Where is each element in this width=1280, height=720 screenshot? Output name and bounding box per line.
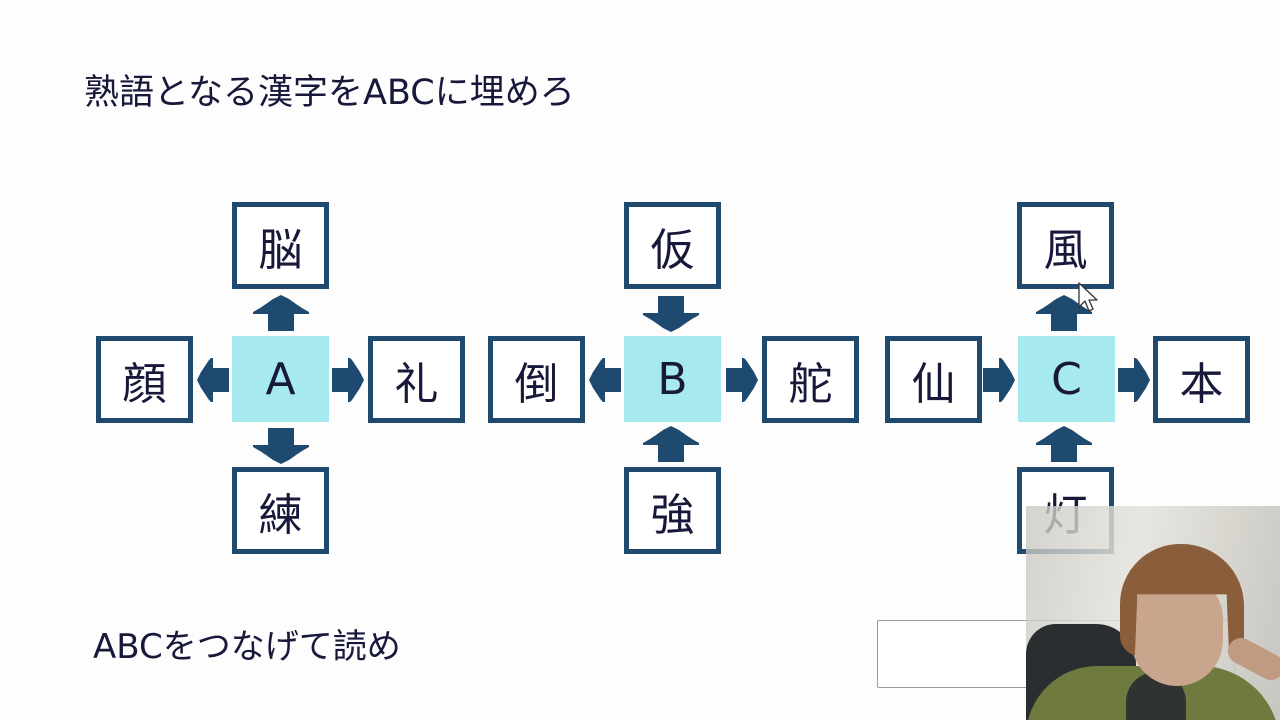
arrow-up-icon (642, 426, 700, 462)
arrow-left-icon (197, 358, 229, 402)
answer-slot-a: A (232, 336, 329, 422)
kanji-box-bottom: 練 (232, 467, 329, 554)
arrow-up-icon (1035, 295, 1093, 331)
mouse-pointer-icon (1078, 282, 1100, 314)
arrow-right-icon (726, 358, 758, 402)
arrow-right-icon (1118, 358, 1150, 402)
kanji-box-right: 舵 (762, 336, 859, 423)
kanji-box-left: 仙 (885, 336, 982, 423)
puzzle-title: 熟語となる漢字をABCに埋めろ (84, 73, 575, 113)
kanji-box-top: 風 (1017, 202, 1114, 289)
kanji-box-top: 脳 (232, 202, 329, 289)
kanji-box-bottom: 強 (624, 467, 721, 554)
arrow-down-icon (642, 296, 700, 332)
arrow-up-icon (252, 295, 310, 331)
kanji-box-right: 礼 (368, 336, 465, 423)
arrow-right-icon (983, 358, 1015, 402)
arrow-left-icon (589, 358, 621, 402)
arrow-down-icon (252, 428, 310, 464)
kanji-box-right: 本 (1153, 336, 1250, 423)
webcam-overlay (1026, 506, 1280, 720)
arrow-up-icon (1035, 426, 1093, 462)
kanji-box-left: 顔 (96, 336, 193, 423)
kanji-box-top: 仮 (624, 202, 721, 289)
arrow-right-icon (332, 358, 364, 402)
answer-slot-b: B (624, 336, 721, 422)
kanji-box-left: 倒 (488, 336, 585, 423)
answer-slot-c: C (1018, 336, 1115, 422)
instruction-text: ABCをつなげて読め (93, 627, 401, 667)
